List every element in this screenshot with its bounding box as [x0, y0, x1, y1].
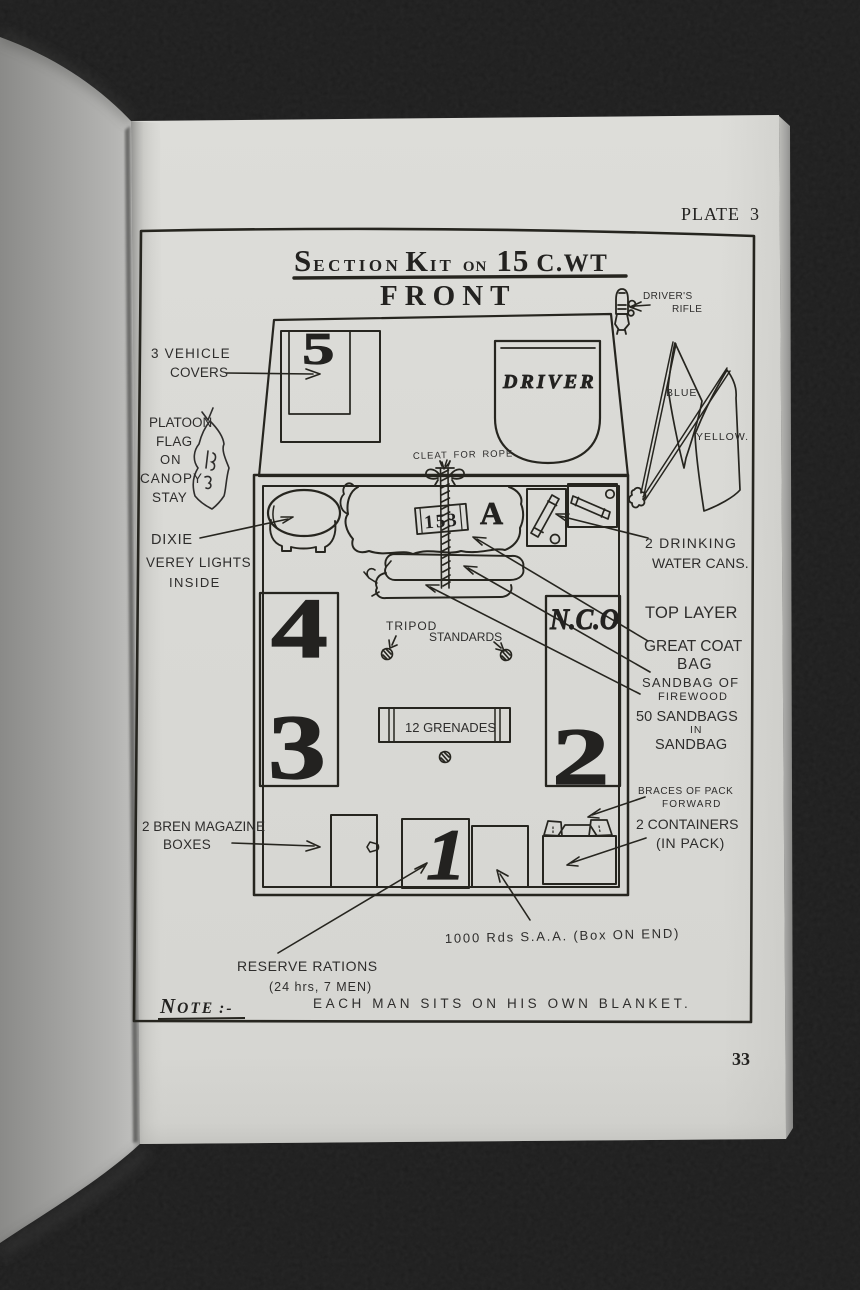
- svg-text:2 DRINKING: 2 DRINKING: [645, 535, 737, 551]
- svg-text:2 BREN MAGAZINE: 2 BREN MAGAZINE: [142, 819, 265, 834]
- svg-text:50 SANDBAGS: 50 SANDBAGS: [636, 709, 738, 725]
- svg-text:FRONT: FRONT: [380, 280, 517, 312]
- svg-text:RESERVE RATIONS: RESERVE RATIONS: [237, 958, 378, 974]
- svg-text:WATER CANS.: WATER CANS.: [652, 555, 749, 571]
- svg-text:BOXES: BOXES: [163, 837, 211, 852]
- svg-text:PLATOON: PLATOON: [149, 415, 212, 430]
- svg-text:STAY: STAY: [152, 490, 187, 505]
- svg-text:2 CONTAINERS: 2 CONTAINERS: [636, 816, 738, 832]
- svg-text:BAG: BAG: [677, 656, 713, 673]
- svg-text:N.C.O: N.C.O: [549, 603, 619, 636]
- svg-text:1: 1: [426, 815, 466, 895]
- svg-text:TRIPOD: TRIPOD: [386, 619, 437, 633]
- svg-text:4: 4: [271, 580, 328, 676]
- svg-text:BRACES OF PACK: BRACES OF PACK: [638, 786, 733, 797]
- svg-text:3 VEHICLE: 3 VEHICLE: [151, 346, 231, 361]
- svg-text:FIREWOOD: FIREWOOD: [658, 691, 728, 703]
- svg-text:FORWARD: FORWARD: [662, 799, 722, 810]
- svg-text:153: 153: [423, 510, 459, 534]
- svg-text:TOP LAYER: TOP LAYER: [645, 604, 738, 622]
- svg-text:COVERS: COVERS: [170, 365, 228, 380]
- svg-text:GREAT COAT: GREAT COAT: [644, 638, 743, 655]
- svg-text:DRIVER'S: DRIVER'S: [643, 291, 693, 302]
- svg-text:PLATE 3: PLATE 3: [681, 204, 760, 224]
- svg-text:1000 Rds S.A.A. (Box ON END): 1000 Rds S.A.A. (Box ON END): [445, 926, 681, 946]
- svg-text:SANDBAG OF: SANDBAG OF: [642, 675, 739, 690]
- svg-text:ON: ON: [160, 452, 182, 467]
- svg-text:33: 33: [732, 1049, 750, 1069]
- svg-text:EACH MAN SITS ON HIS OWN BLANK: EACH MAN SITS ON HIS OWN BLANKET.: [313, 996, 691, 1011]
- svg-text:(24 hrs, 7 MEN): (24 hrs, 7 MEN): [269, 980, 372, 994]
- svg-text:YELLOW.: YELLOW.: [696, 431, 749, 443]
- svg-text:DIXIE: DIXIE: [151, 532, 193, 548]
- svg-text:CLEAT FOR ROPE: CLEAT FOR ROPE: [413, 448, 514, 462]
- svg-text:BLUE: BLUE: [666, 387, 697, 399]
- svg-text:12 GRENADES: 12 GRENADES: [405, 720, 496, 735]
- svg-text:STANDARDS: STANDARDS: [429, 630, 502, 644]
- svg-text:A: A: [480, 495, 503, 531]
- svg-text:FLAG: FLAG: [156, 434, 192, 449]
- svg-text:VEREY LIGHTS: VEREY LIGHTS: [146, 555, 251, 570]
- svg-text:5: 5: [302, 325, 335, 375]
- svg-text:CANOPY: CANOPY: [140, 471, 203, 486]
- svg-text:RIFLE: RIFLE: [672, 304, 702, 315]
- svg-text:3: 3: [268, 696, 326, 798]
- svg-text:INSIDE: INSIDE: [169, 575, 221, 590]
- svg-text:SANDBAG: SANDBAG: [655, 737, 727, 753]
- svg-text:DRIVER: DRIVER: [502, 371, 597, 393]
- svg-text:IN: IN: [690, 724, 703, 736]
- svg-text:(IN PACK): (IN PACK): [656, 835, 725, 851]
- svg-text:2: 2: [552, 711, 609, 802]
